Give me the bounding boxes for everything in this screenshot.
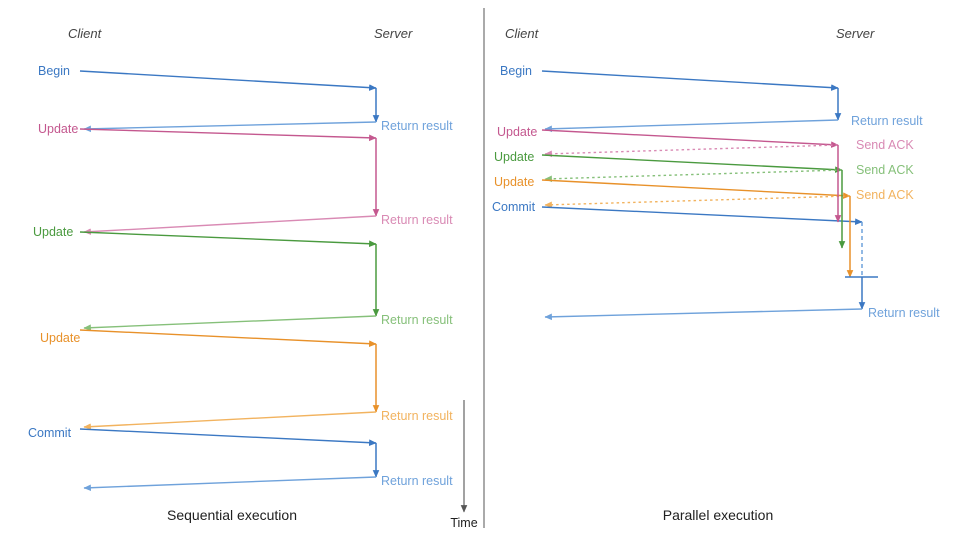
message-update-2: Update	[494, 150, 843, 173]
message-return-result-5: Return result	[83, 474, 453, 492]
message-line	[541, 179, 851, 199]
message-commit: Commit	[28, 426, 377, 446]
message-update-1: Update	[497, 125, 839, 148]
message-line	[544, 169, 843, 183]
message-label: Return result	[381, 474, 453, 488]
message-return-result-1: Return result	[83, 119, 453, 133]
message-label: Update	[38, 122, 78, 136]
message-send-ack-3: Send ACK	[544, 188, 914, 209]
message-label: Send ACK	[856, 163, 914, 177]
message-return-result-begin: Return result	[544, 114, 923, 133]
message-line	[79, 231, 377, 248]
time-axis-label: Time	[450, 516, 477, 530]
message-update-3: Update	[494, 175, 851, 199]
message-label: Begin	[500, 64, 532, 78]
message-label: Return result	[381, 213, 453, 227]
message-line	[83, 215, 377, 235]
message-return-result-2: Return result	[83, 213, 453, 235]
message-line	[544, 144, 839, 158]
message-label: Send ACK	[856, 188, 914, 202]
message-label: Return result	[381, 119, 453, 133]
message-label: Return result	[381, 313, 453, 327]
message-line	[544, 119, 839, 133]
message-line	[79, 128, 377, 142]
message-label: Update	[494, 150, 534, 164]
message-line	[541, 129, 839, 148]
message-line	[83, 476, 377, 492]
message-label: Update	[494, 175, 534, 189]
message-line	[83, 411, 377, 430]
time-axis: Time	[450, 400, 478, 530]
message-commit: Commit	[492, 200, 863, 225]
lane-label-client: Client	[68, 26, 103, 41]
message-update-3: Update	[40, 329, 377, 347]
panel-caption: Sequential execution	[167, 507, 297, 523]
message-update-1: Update	[38, 122, 377, 142]
message-return-result-final: Return result	[544, 306, 940, 321]
message-line	[79, 428, 377, 446]
message-line	[541, 154, 843, 173]
message-update-2: Update	[33, 225, 377, 248]
message-line	[79, 329, 377, 347]
message-label: Commit	[28, 426, 72, 440]
lane-label-server: Server	[374, 26, 413, 41]
message-begin: Begin	[38, 64, 377, 91]
message-label: Update	[40, 331, 80, 345]
message-line	[541, 70, 839, 91]
lane-label-client: Client	[505, 26, 540, 41]
message-line	[544, 308, 863, 321]
panel-caption: Parallel execution	[663, 507, 774, 523]
message-line	[83, 121, 377, 133]
message-label: Return result	[381, 409, 453, 423]
message-label: Update	[33, 225, 73, 239]
message-line	[83, 315, 377, 332]
message-label: Send ACK	[856, 138, 914, 152]
message-label: Return result	[868, 306, 940, 320]
message-label: Commit	[492, 200, 536, 214]
message-label: Update	[497, 125, 537, 139]
message-label: Begin	[38, 64, 70, 78]
message-line	[79, 70, 377, 91]
message-return-result-3: Return result	[83, 313, 453, 332]
message-send-ack-2: Send ACK	[544, 163, 914, 183]
message-line	[544, 195, 851, 209]
message-label: Return result	[851, 114, 923, 128]
message-line	[541, 206, 863, 225]
message-send-ack-1: Send ACK	[544, 138, 914, 158]
lane-label-server: Server	[836, 26, 875, 41]
message-begin: Begin	[500, 64, 839, 91]
message-return-result-4: Return result	[83, 409, 453, 430]
